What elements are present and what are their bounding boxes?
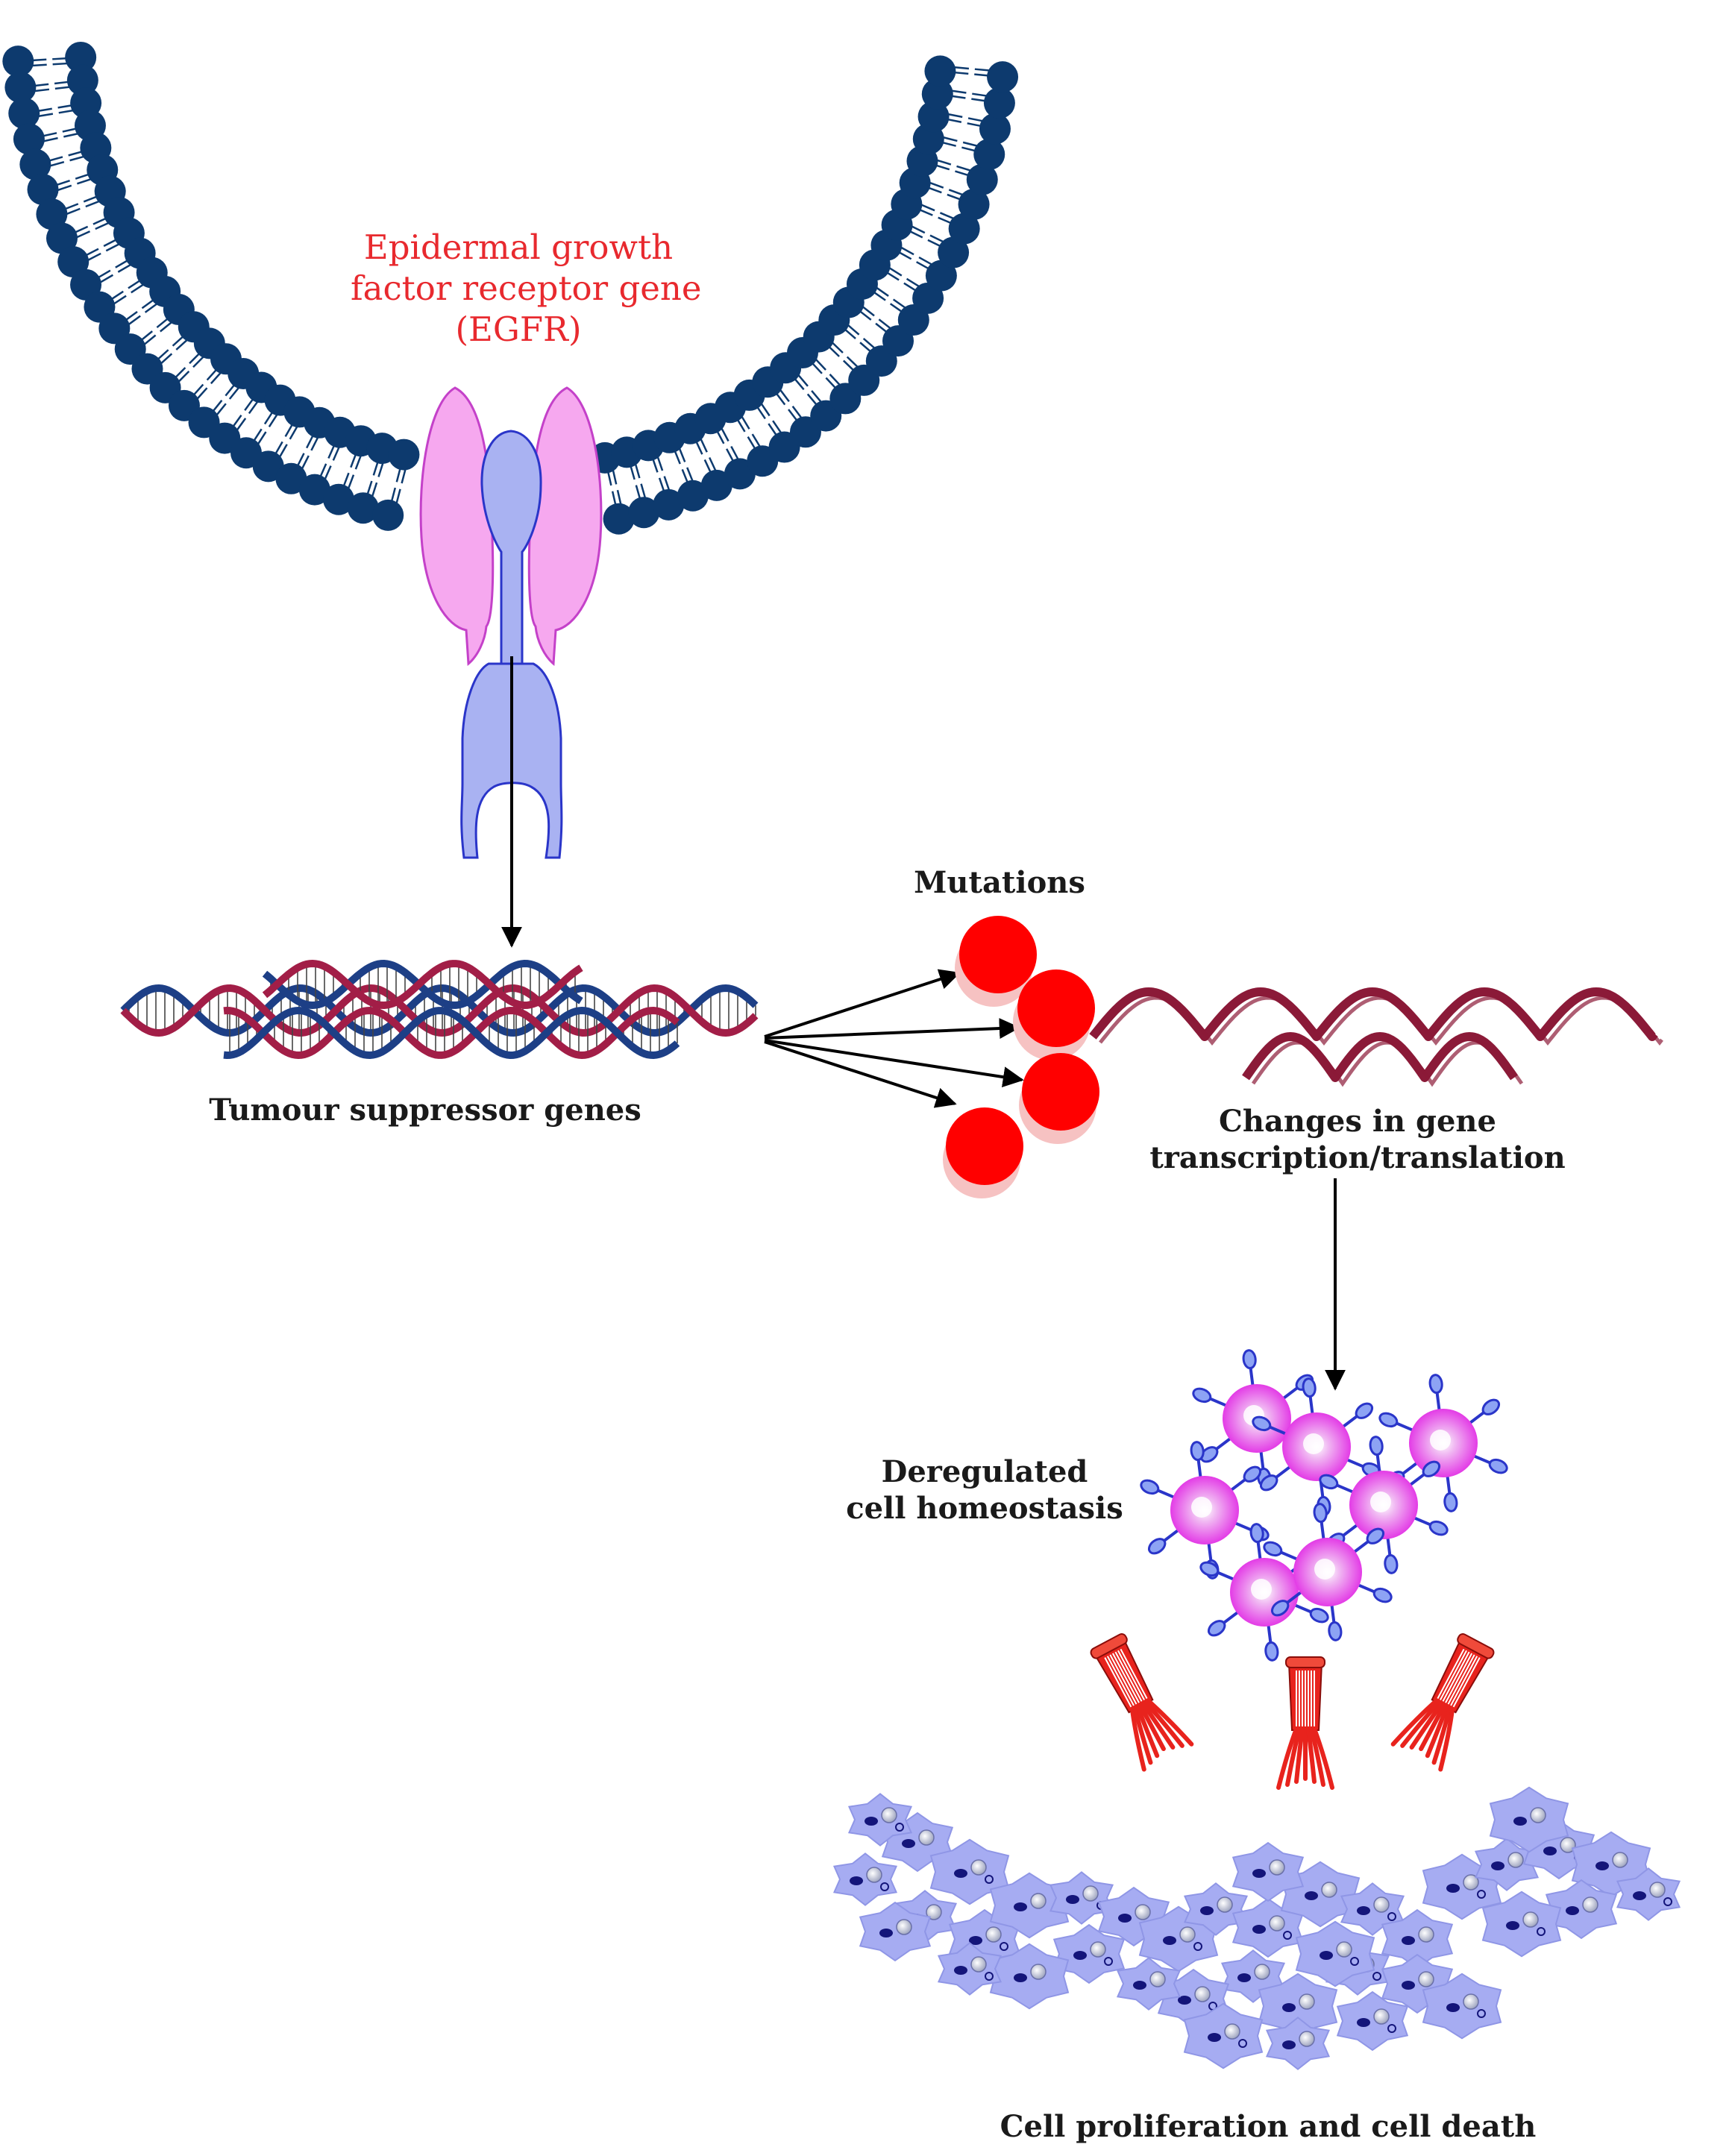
tumour-suppressor-label: Tumour suppressor genes — [209, 1093, 641, 1128]
effector-molecule — [1090, 1633, 1194, 1772]
tumour-suppressor-dna — [120, 959, 759, 1060]
mutation-spheres — [943, 916, 1099, 1198]
gene-changes-line-1: Changes in gene — [1219, 1104, 1496, 1139]
tissue-cell — [1231, 1841, 1305, 1902]
tissue-cell — [1052, 1923, 1126, 1984]
phospholipid — [921, 78, 1015, 119]
tissue-cell — [1381, 1908, 1454, 1970]
tissue-cell — [1265, 2017, 1331, 2070]
gene-changes-label: Changes in gene transcription/translatio… — [1119, 1104, 1596, 1177]
tissue-cell — [989, 1943, 1070, 2010]
tissue-cell — [1340, 1882, 1405, 1936]
cell-membrane-bilayer — [2, 41, 1019, 535]
egfr-label-line-3: (EGFR) — [455, 309, 582, 349]
mutation-sphere — [1013, 969, 1095, 1060]
tissue-cell — [1422, 1973, 1502, 2040]
tissue-cell — [1183, 2002, 1264, 2069]
tissue-cell — [1474, 1838, 1540, 1891]
tissue-cell — [1336, 1990, 1409, 2052]
mutation-sphere — [955, 916, 1037, 1007]
deregulated-cell — [1263, 1503, 1393, 1641]
egfr-receptor — [419, 386, 603, 859]
deregulated-cell-cluster — [1140, 1349, 1508, 1662]
altered-mrna-strands — [1089, 987, 1663, 1087]
mutation-sphere — [943, 1107, 1023, 1198]
phospholipid — [924, 55, 1019, 93]
phospholipid — [912, 123, 1005, 170]
deregulated-cell — [1252, 1377, 1381, 1516]
tissue-cell — [1481, 1891, 1562, 1958]
proliferating-tissue — [832, 1786, 1681, 2070]
tissue-cell — [859, 1901, 932, 1962]
deregulated-line-2: cell homeostasis — [846, 1490, 1123, 1526]
phospholipid — [674, 412, 732, 501]
tissue-cell — [1489, 1786, 1569, 1853]
egfr-label-line-1: Epidermal growth — [363, 227, 674, 267]
tissue-cell — [847, 1793, 913, 1847]
phospholipid — [906, 145, 998, 195]
receptor-left-lobe — [419, 386, 495, 667]
tissue-cell — [929, 1838, 1010, 1905]
mutations-label: Mutations — [914, 865, 1085, 900]
receptor-right-lobe — [527, 386, 603, 667]
egfr-label: Epidermal growth factor receptor gene (E… — [351, 227, 702, 351]
tissue-cell — [989, 1872, 1070, 1939]
gene-changes-line-2: transcription/translation — [1149, 1140, 1566, 1175]
effector-molecules — [1090, 1633, 1495, 1790]
phospholipid — [899, 167, 990, 221]
tissue-cell — [1231, 1897, 1305, 1958]
tissue-cell — [1258, 1973, 1338, 2040]
tissue-cell — [937, 1942, 1003, 1996]
deregulated-label: Deregulated cell homeostasis — [813, 1454, 1156, 1527]
effector-molecule — [1390, 1633, 1495, 1772]
phospholipid — [2, 41, 97, 78]
tissue-cell — [1616, 1867, 1681, 1921]
phospholipid — [372, 439, 420, 531]
phospholipid — [633, 430, 685, 521]
proliferation-label: Cell proliferation and cell death — [1000, 2109, 1537, 2144]
tissue-cell — [1295, 1920, 1375, 1987]
tissue-cell — [832, 1852, 898, 1906]
tissue-cell — [1183, 1882, 1249, 1936]
deregulated-line-1: Deregulated — [881, 1454, 1088, 1489]
egfr-label-line-2: factor receptor gene — [351, 268, 702, 308]
mutation-sphere — [1019, 1053, 1099, 1144]
tissue-cell — [1116, 1957, 1182, 2011]
tissue-cell — [1049, 1871, 1114, 1925]
effector-molecule — [1276, 1656, 1334, 1790]
phospholipid — [275, 406, 336, 494]
arrows-dna-to-mutations — [764, 969, 1024, 1108]
